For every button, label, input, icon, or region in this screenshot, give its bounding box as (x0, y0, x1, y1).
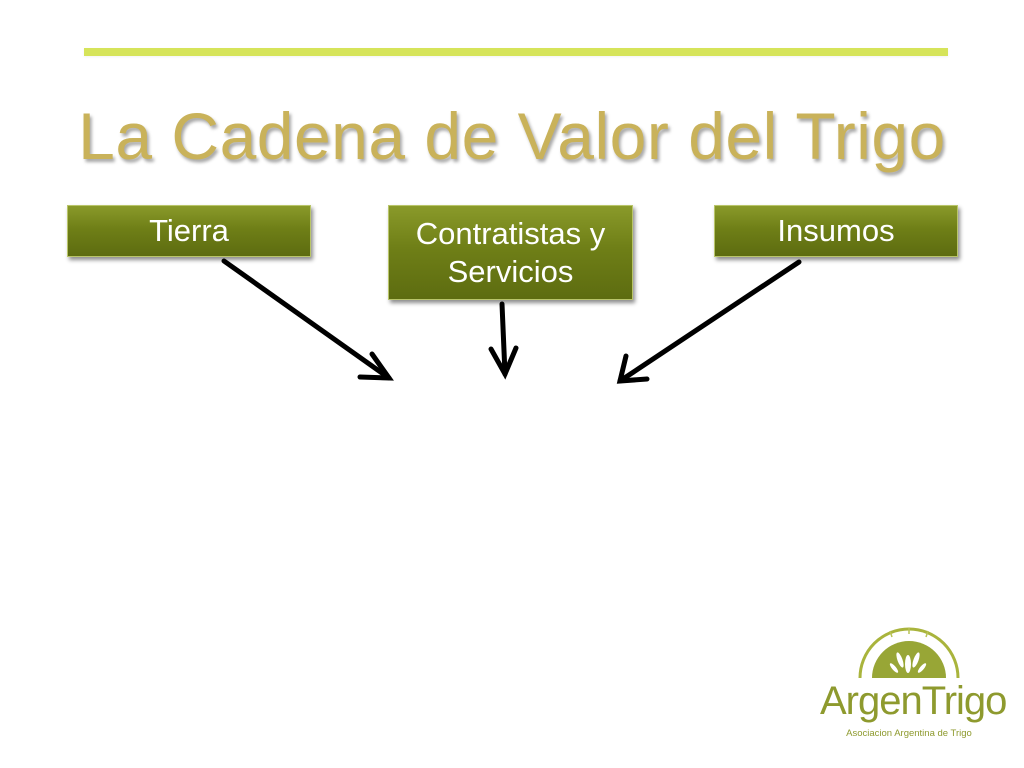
arrow-insumos (616, 259, 802, 384)
arrow-contratistas (488, 301, 519, 380)
box-contratistas-label: Contratistas y Servicios (415, 215, 606, 289)
slide-title: La Cadena de Valor del Trigo (78, 99, 946, 173)
box-tierra-label: Tierra (149, 213, 229, 248)
box-insumos-label: Insumos (777, 213, 895, 248)
argentrigo-logo: ArgenTrigo Asociacion Argentina de Trigo (820, 626, 1007, 750)
arrow-tierra (221, 258, 394, 381)
box-contratistas-servicios: Contratistas y Servicios (388, 205, 633, 300)
title-rule (84, 48, 948, 56)
wheat-sun-icon (858, 627, 960, 679)
logo-name: ArgenTrigo (820, 679, 1007, 723)
box-tierra: Tierra (67, 205, 311, 257)
logo-subtitle: Asociacion Argentina de Trigo (846, 728, 972, 739)
box-insumos: Insumos (714, 205, 958, 257)
